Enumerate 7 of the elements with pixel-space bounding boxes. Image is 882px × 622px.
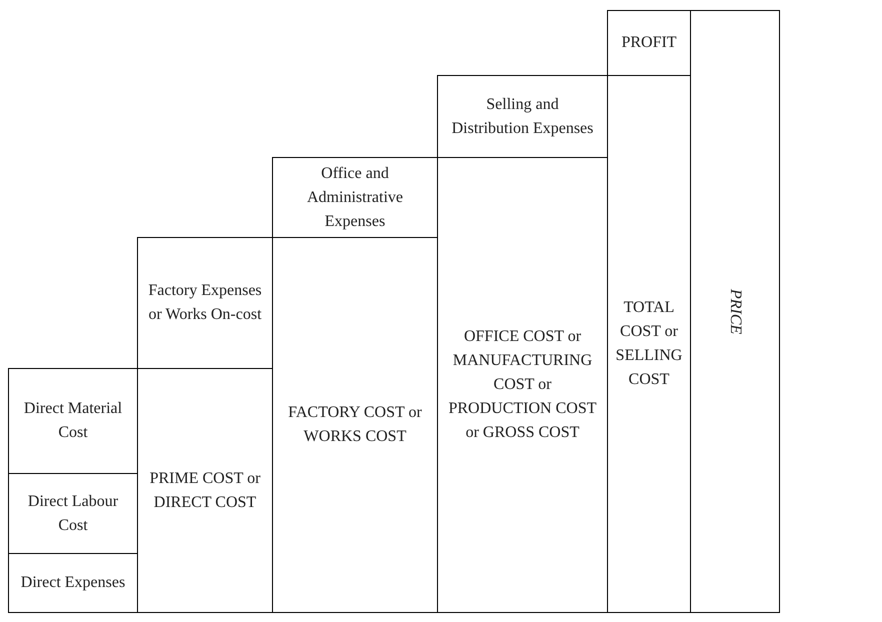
price-column: PRICE xyxy=(690,10,780,613)
cost-box: Direct Expenses xyxy=(8,553,138,613)
cost-box: Selling and Distribution Expenses xyxy=(437,75,608,158)
cost-box: PROFIT xyxy=(607,10,691,76)
cost-box: Factory Expenses or Works On-cost xyxy=(137,237,273,369)
cost-box: Office and Administrative Expenses xyxy=(272,157,438,238)
cost-box: Direct Material Cost xyxy=(8,368,138,474)
